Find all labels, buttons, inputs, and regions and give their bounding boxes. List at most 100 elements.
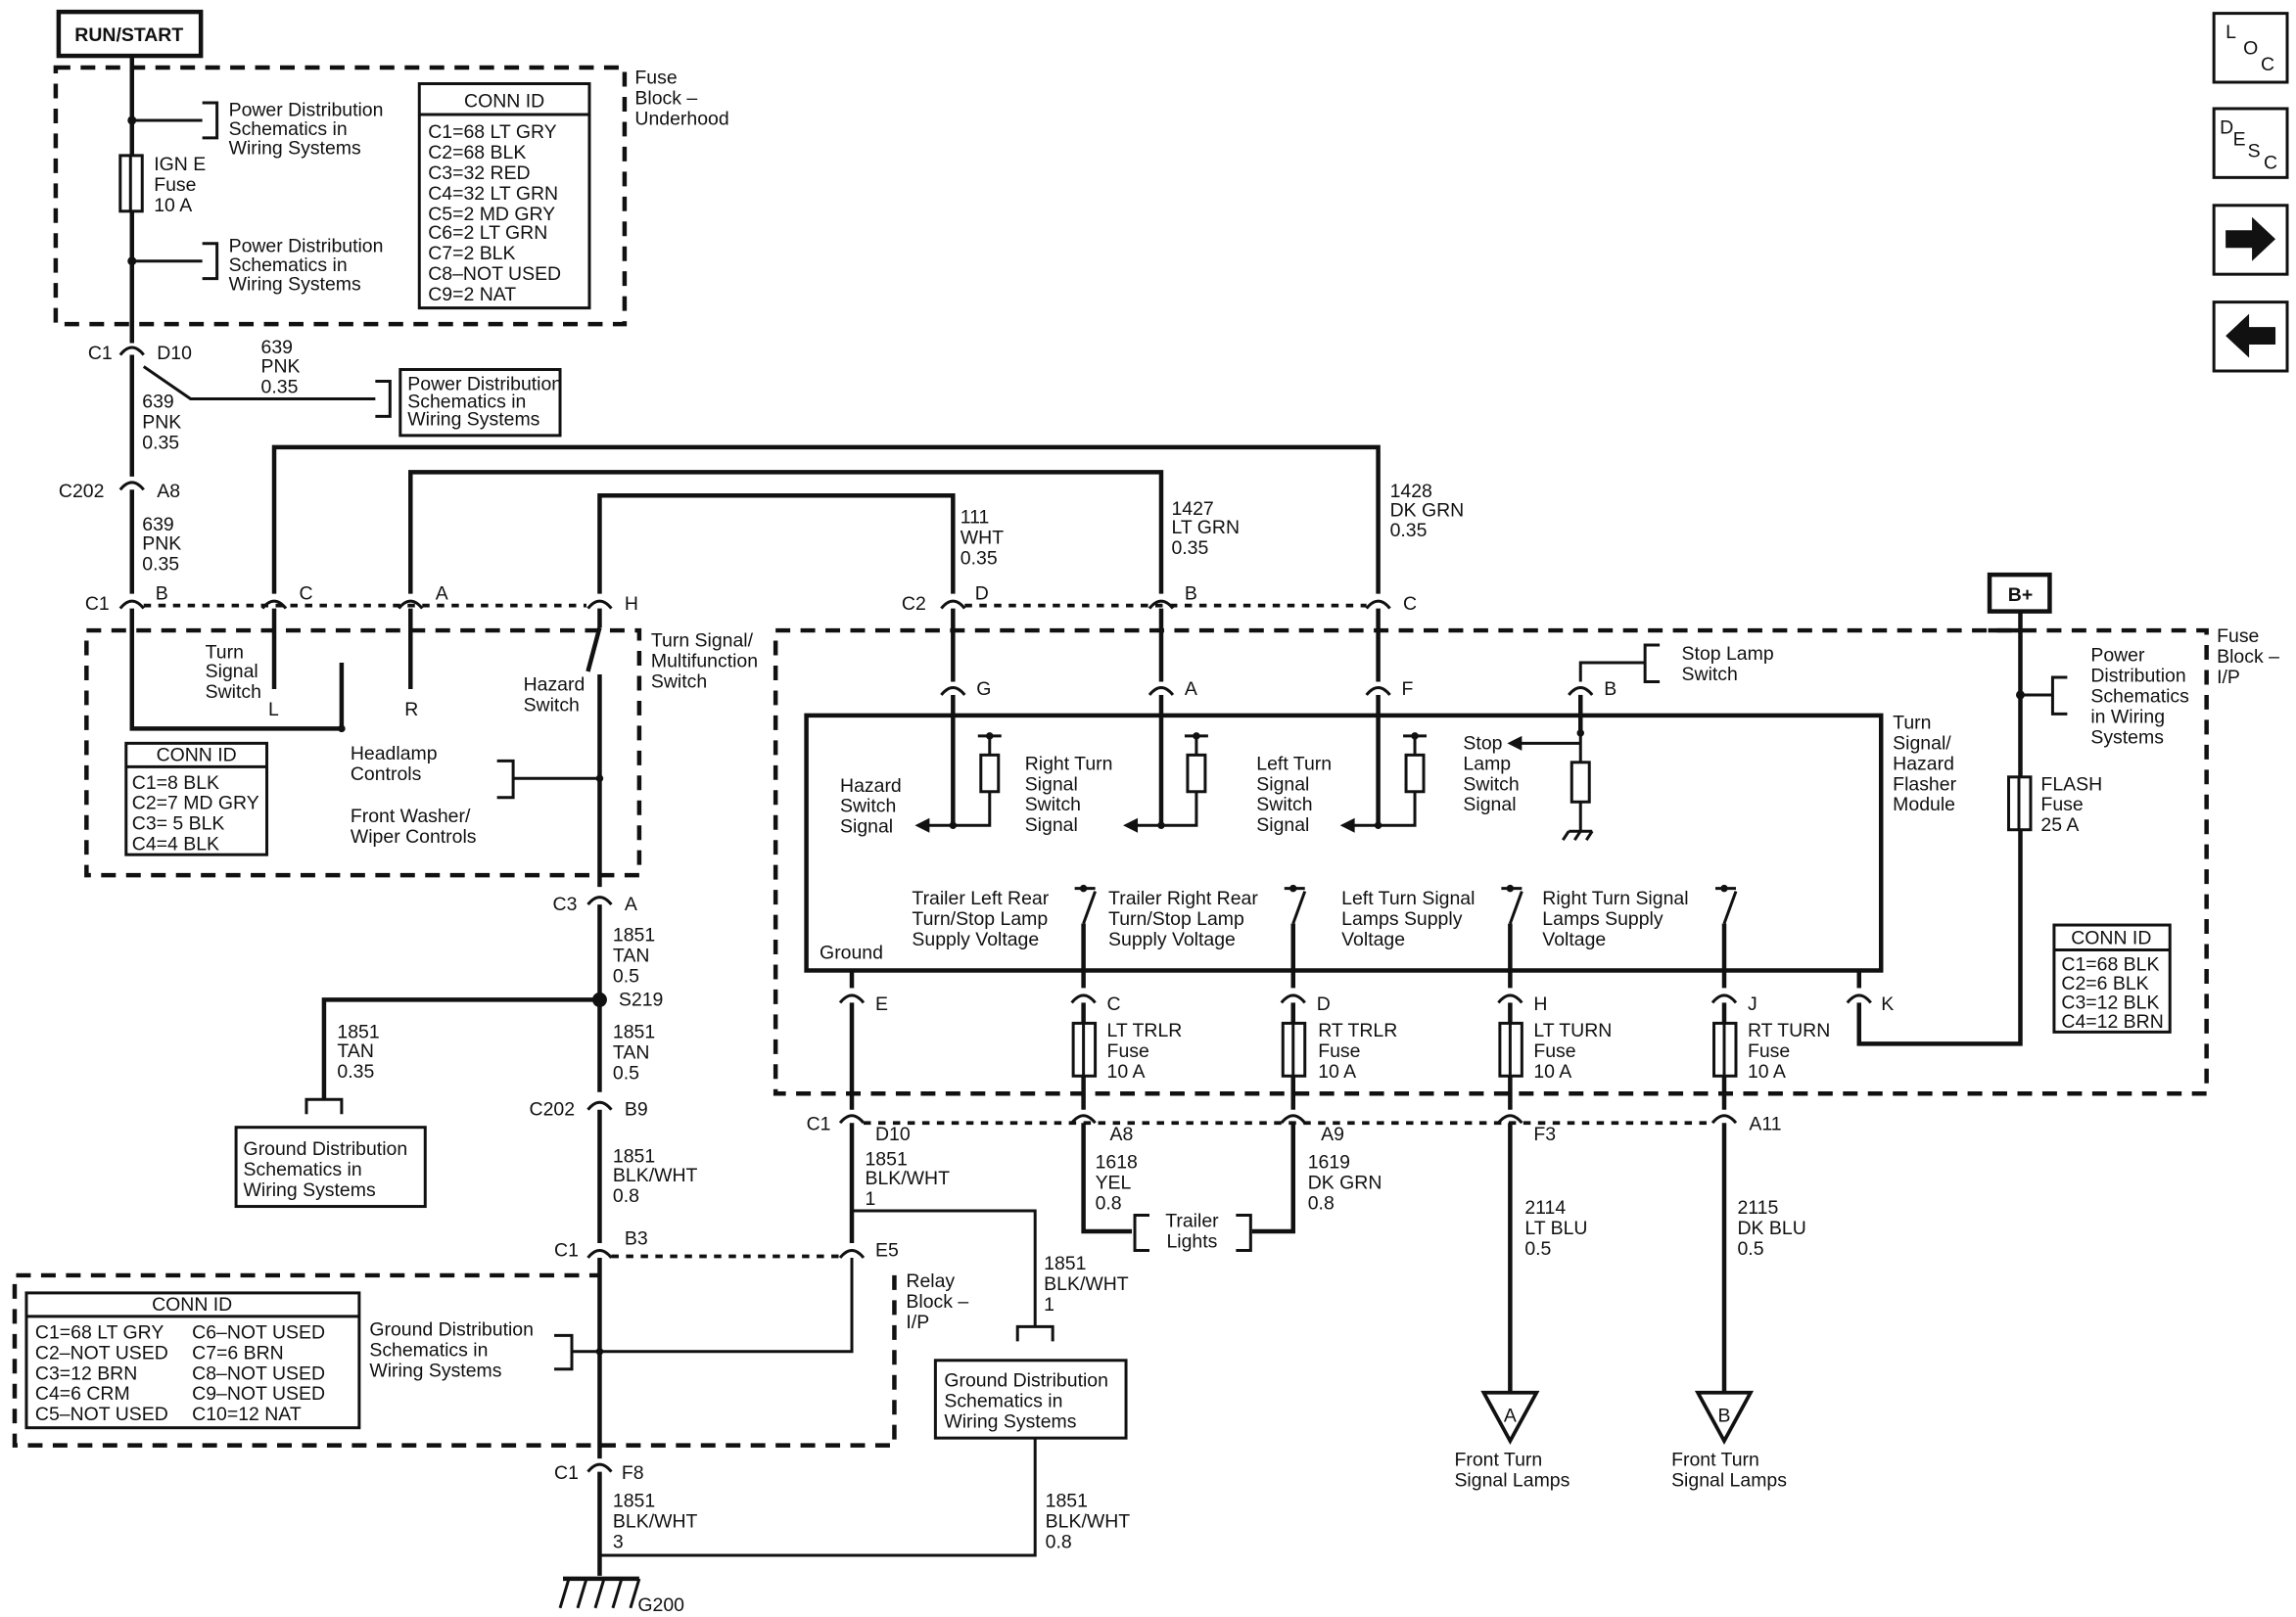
svg-text:1428: 1428 bbox=[1390, 481, 1432, 502]
svg-text:1618: 1618 bbox=[1096, 1152, 1138, 1174]
svg-text:Stop Lamp: Stop Lamp bbox=[1682, 643, 1774, 665]
svg-text:Systems: Systems bbox=[2090, 726, 2164, 748]
svg-text:DK GRN: DK GRN bbox=[1308, 1173, 1382, 1194]
fuse-block-underhood-outline bbox=[53, 65, 628, 327]
svg-text:Wiring Systems: Wiring Systems bbox=[944, 1411, 1076, 1433]
previous-page-button[interactable] bbox=[2212, 300, 2289, 373]
right-turn-signal-label: Right Turn Signal Switch Signal bbox=[1025, 753, 1113, 836]
flasher-module-label: Turn Signal/ Hazard Flasher Module bbox=[1893, 712, 1956, 815]
desc-button[interactable]: D E S C bbox=[2212, 107, 2289, 179]
svg-text:C1=68 LT GRY: C1=68 LT GRY bbox=[35, 1321, 164, 1343]
wire-639-lower-label: 639 PNK 0.35 bbox=[142, 514, 181, 575]
next-page-button[interactable] bbox=[2212, 204, 2289, 276]
svg-text:C2–NOT USED: C2–NOT USED bbox=[35, 1342, 168, 1363]
svg-text:PNK: PNK bbox=[261, 356, 301, 378]
svg-text:1851: 1851 bbox=[613, 1491, 655, 1512]
svg-text:E5: E5 bbox=[875, 1239, 899, 1261]
svg-text:Relay: Relay bbox=[906, 1270, 955, 1292]
svg-text:C1: C1 bbox=[88, 343, 113, 364]
svg-text:Fuse: Fuse bbox=[634, 68, 677, 89]
headlamp-controls-label: Headlamp Controls bbox=[351, 743, 438, 785]
svg-text:Fuse: Fuse bbox=[2217, 625, 2259, 647]
trailer-lights-label: Trailer Lights bbox=[1165, 1211, 1219, 1253]
svg-text:Front Turn: Front Turn bbox=[1454, 1450, 1542, 1471]
svg-text:C202: C202 bbox=[530, 1099, 576, 1121]
svg-text:Voltage: Voltage bbox=[1341, 929, 1405, 950]
svg-text:1851: 1851 bbox=[337, 1021, 379, 1042]
svg-text:G200: G200 bbox=[637, 1594, 684, 1616]
front-turn-lamps-b-label: Front Turn Signal Lamps bbox=[1671, 1450, 1787, 1492]
svg-text:D: D bbox=[1317, 993, 1331, 1015]
svg-text:Controls: Controls bbox=[351, 763, 422, 785]
svg-text:RT TURN: RT TURN bbox=[1748, 1020, 1830, 1041]
svg-text:10 A: 10 A bbox=[1107, 1061, 1146, 1083]
svg-text:TAN: TAN bbox=[613, 1041, 649, 1063]
svg-text:Wiring Systems: Wiring Systems bbox=[369, 1360, 501, 1381]
svg-text:Schematics in: Schematics in bbox=[244, 1159, 362, 1180]
svg-text:C: C bbox=[1403, 593, 1417, 615]
loc-button[interactable]: L O C bbox=[2212, 12, 2289, 84]
svg-text:Multifunction: Multifunction bbox=[651, 650, 758, 671]
svg-text:111: 111 bbox=[961, 507, 990, 529]
flasher-module-box bbox=[804, 713, 1884, 973]
svg-text:Power Distribution: Power Distribution bbox=[229, 99, 384, 120]
svg-text:CONN ID: CONN ID bbox=[152, 1294, 232, 1316]
svg-text:BLK/WHT: BLK/WHT bbox=[1044, 1273, 1129, 1295]
svg-text:10 A: 10 A bbox=[1748, 1061, 1786, 1083]
offpage-connector-a: A bbox=[1480, 1390, 1540, 1446]
rt-trlr-fuse: RT TRLR Fuse 10 A bbox=[1281, 1002, 1397, 1110]
svg-text:Right Turn Signal: Right Turn Signal bbox=[1542, 888, 1688, 909]
svg-text:C5=2 MD GRY: C5=2 MD GRY bbox=[428, 204, 555, 225]
wire-1851-tan-branch: 1851 TAN 0.35 bbox=[337, 1021, 379, 1082]
svg-text:K: K bbox=[1881, 993, 1894, 1015]
multifunction-switch-label: Turn Signal/ Multifunction Switch bbox=[651, 630, 758, 693]
svg-text:Switch: Switch bbox=[1256, 794, 1312, 815]
svg-text:Schematics in: Schematics in bbox=[229, 254, 348, 276]
right-turn-supply-label: Right Turn Signal Lamps Supply Voltage bbox=[1542, 888, 1688, 950]
svg-text:Schematics in: Schematics in bbox=[944, 1391, 1062, 1412]
power-dist-ref-4: Power Distribution Schematics in Wiring … bbox=[2090, 645, 2189, 749]
svg-text:Fuse: Fuse bbox=[2040, 794, 2083, 815]
wire-1851-tan-lower: 1851 TAN 0.5 bbox=[613, 1021, 655, 1084]
svg-text:C4=6 CRM: C4=6 CRM bbox=[35, 1383, 130, 1405]
wire-1851-tan-upper: 1851 TAN 0.5 bbox=[613, 925, 655, 988]
svg-text:C6=2 LT GRN: C6=2 LT GRN bbox=[428, 222, 547, 244]
stop-lamp-signal-label: Stop Lamp Switch Signal bbox=[1463, 732, 1519, 815]
power-dist-ref-3: Power Distribution Schematics in Wiring … bbox=[398, 368, 562, 438]
svg-text:C4=32 LT GRN: C4=32 LT GRN bbox=[428, 183, 558, 205]
wire-639-main-label: 639 PNK 0.35 bbox=[142, 391, 181, 453]
svg-text:D10: D10 bbox=[157, 343, 192, 364]
svg-text:PNK: PNK bbox=[142, 533, 181, 555]
svg-text:RT TRLR: RT TRLR bbox=[1318, 1020, 1397, 1041]
svg-text:Left Turn Signal: Left Turn Signal bbox=[1341, 888, 1475, 909]
svg-text:Trailer Right Rear: Trailer Right Rear bbox=[1108, 888, 1258, 909]
svg-text:Switch: Switch bbox=[840, 796, 896, 817]
svg-text:Signal: Signal bbox=[1256, 814, 1309, 836]
svg-text:Turn/Stop Lamp: Turn/Stop Lamp bbox=[912, 908, 1048, 930]
washer-controls-label: Front Washer/ Wiper Controls bbox=[351, 806, 477, 848]
svg-text:C: C bbox=[299, 583, 312, 605]
svg-text:0.5: 0.5 bbox=[1524, 1238, 1551, 1260]
svg-text:E: E bbox=[875, 993, 888, 1015]
svg-text:B: B bbox=[1604, 678, 1617, 700]
battery-positive-label: B+ bbox=[1987, 572, 2052, 614]
svg-text:I/P: I/P bbox=[906, 1312, 929, 1333]
svg-text:Signal: Signal bbox=[1025, 773, 1078, 795]
right-turn-output-switch bbox=[1715, 884, 1738, 989]
svg-text:Signal: Signal bbox=[1463, 794, 1516, 815]
wire-1427-label: 1427 LT GRN 0.35 bbox=[1171, 498, 1240, 559]
svg-text:L: L bbox=[2226, 22, 2236, 43]
svg-text:Headlamp: Headlamp bbox=[351, 743, 438, 764]
svg-text:S219: S219 bbox=[619, 989, 663, 1010]
svg-text:Lights: Lights bbox=[1166, 1230, 1217, 1252]
svg-text:C202: C202 bbox=[59, 481, 105, 502]
wire-1851-blkwht-g200: 1851 BLK/WHT 0.8 bbox=[1046, 1491, 1131, 1553]
svg-text:Supply Voltage: Supply Voltage bbox=[912, 929, 1039, 950]
svg-text:C2=68 BLK: C2=68 BLK bbox=[428, 142, 526, 163]
svg-text:C1=68 LT GRY: C1=68 LT GRY bbox=[428, 121, 556, 143]
svg-text:25 A: 25 A bbox=[2040, 814, 2079, 836]
svg-text:Signal: Signal bbox=[206, 661, 258, 682]
conn-id-relay-table: CONN ID C1=68 LT GRY C2–NOT USED C3=12 B… bbox=[24, 1291, 361, 1430]
svg-text:F3: F3 bbox=[1533, 1124, 1556, 1145]
svg-text:1851: 1851 bbox=[613, 925, 655, 947]
